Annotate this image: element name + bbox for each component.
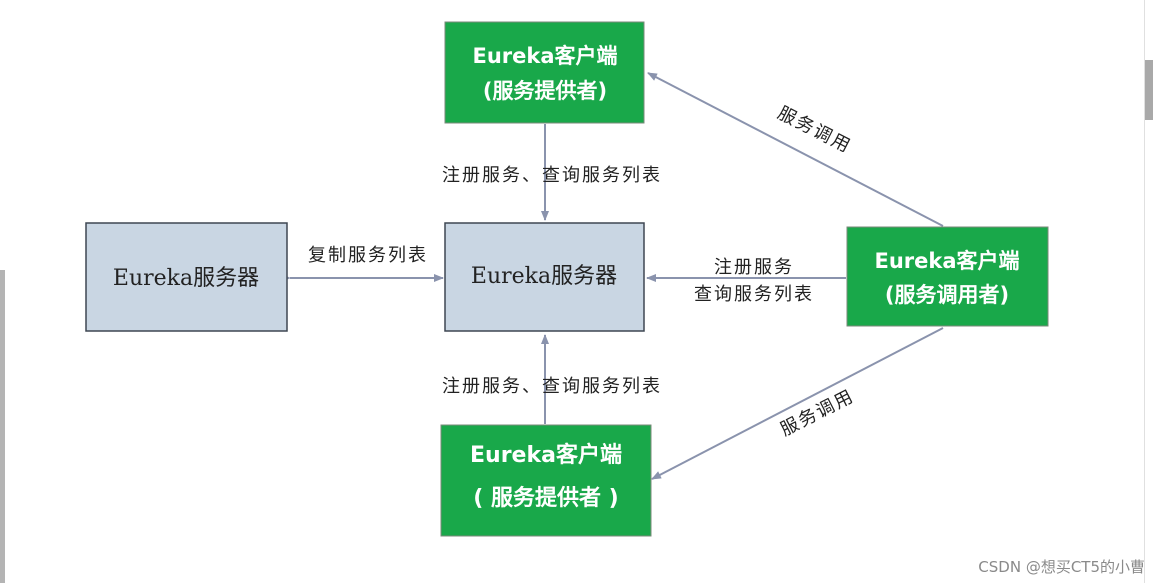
scrollbar-thumb[interactable] [1145, 60, 1153, 120]
node-center-server [444, 222, 645, 332]
label-right-to-center-2: 查询服务列表 [694, 284, 814, 305]
label-right-to-center-1: 注册服务 [714, 257, 794, 278]
left-edge-strip [0, 270, 5, 583]
edge-right-to-bottom [651, 327, 944, 480]
center-server-label: Eureka服务器 [471, 264, 617, 289]
node-bottom-provider [440, 424, 652, 537]
right-scrollbar[interactable] [1144, 0, 1153, 583]
label-right-to-top: 服务调用 [774, 103, 855, 158]
left-server-label: Eureka服务器 [113, 266, 259, 291]
bottom-provider-line1: Eureka客户端 [470, 442, 622, 468]
top-provider-line2: (服务提供者) [483, 79, 607, 103]
node-top-provider [444, 21, 645, 124]
right-consumer-line1: Eureka客户端 [874, 249, 1019, 273]
csdn-watermark: CSDN @想买CT5的小曹 [978, 558, 1145, 576]
label-left-center: 复制服务列表 [308, 245, 428, 266]
node-left-server [85, 222, 288, 332]
label-top-to-center: 注册服务、查询服务列表 [442, 165, 662, 186]
node-right-consumer [846, 226, 1049, 327]
right-consumer-line2: (服务调用者) [885, 283, 1009, 307]
edge-right-to-top [647, 72, 944, 227]
bottom-provider-line2: ( 服务提供者 ) [473, 485, 618, 511]
label-bottom-to-center: 注册服务、查询服务列表 [442, 376, 662, 397]
top-provider-line1: Eureka客户端 [472, 44, 617, 68]
